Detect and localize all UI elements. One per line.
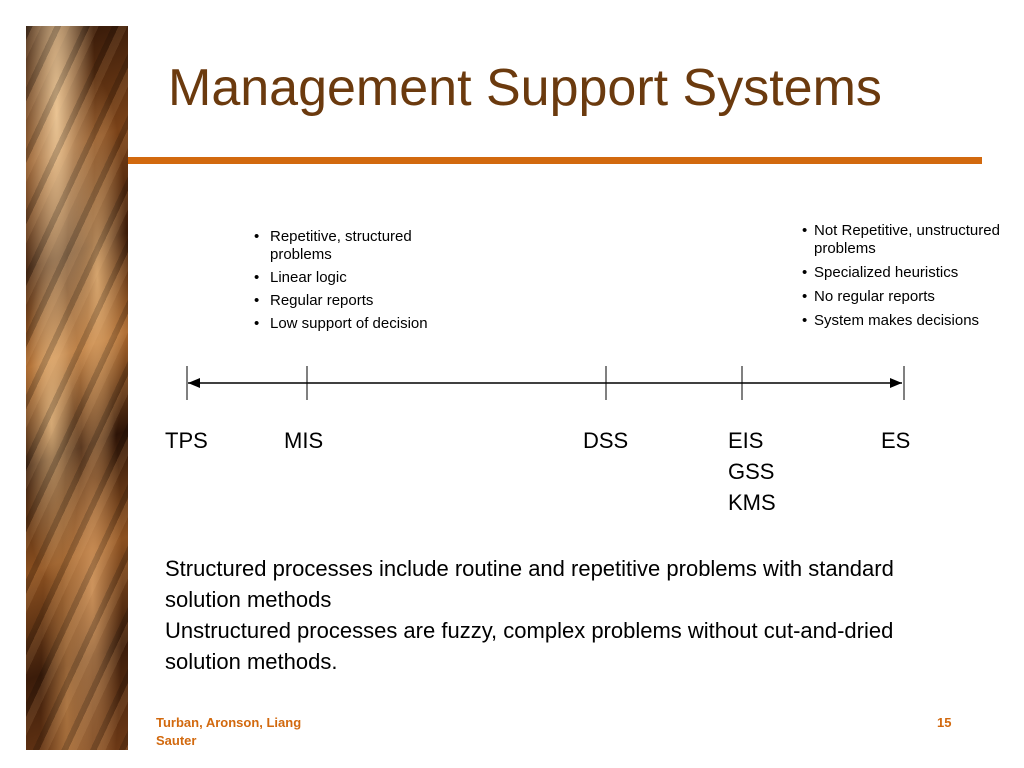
slide-title: Management Support Systems — [168, 59, 882, 117]
structured-processes-note: Structured processes include routine and… — [165, 556, 894, 612]
label-gss: GSS — [728, 459, 775, 484]
unstructured-characteristics-list: Not Repetitive, unstructured problems Sp… — [800, 222, 1000, 336]
structure-continuum-axis — [186, 366, 905, 400]
label-tps: TPS — [165, 428, 208, 453]
structured-characteristics-list: Repetitive, structured problems Linear l… — [252, 228, 462, 338]
list-item: Regular reports — [252, 292, 462, 310]
label-eis-group: EIS GSS KMS — [728, 425, 776, 518]
axis-arrow-right — [890, 378, 902, 388]
list-item: Linear logic — [252, 269, 462, 287]
axis-arrow-left — [188, 378, 200, 388]
list-item: No regular reports — [800, 288, 1000, 306]
label-mis: MIS — [284, 428, 324, 453]
title-underline — [128, 157, 982, 164]
label-dss: DSS — [583, 428, 629, 453]
label-es: ES — [881, 428, 911, 453]
page-number: 15 — [937, 715, 952, 730]
list-item: Repetitive, structured problems — [252, 228, 462, 264]
list-item: Not Repetitive, unstructured problems — [800, 222, 1000, 258]
label-kms: KMS — [728, 490, 776, 515]
list-item: Low support of decision — [252, 315, 462, 333]
footer-authors: Turban, Aronson, Liang Sauter — [156, 715, 302, 748]
decorative-side-image — [26, 26, 128, 750]
unstructured-processes-note: Unstructured processes are fuzzy, comple… — [165, 618, 894, 674]
list-item: System makes decisions — [800, 312, 1000, 330]
list-item: Specialized heuristics — [800, 264, 1000, 282]
label-eis: EIS — [728, 428, 764, 453]
